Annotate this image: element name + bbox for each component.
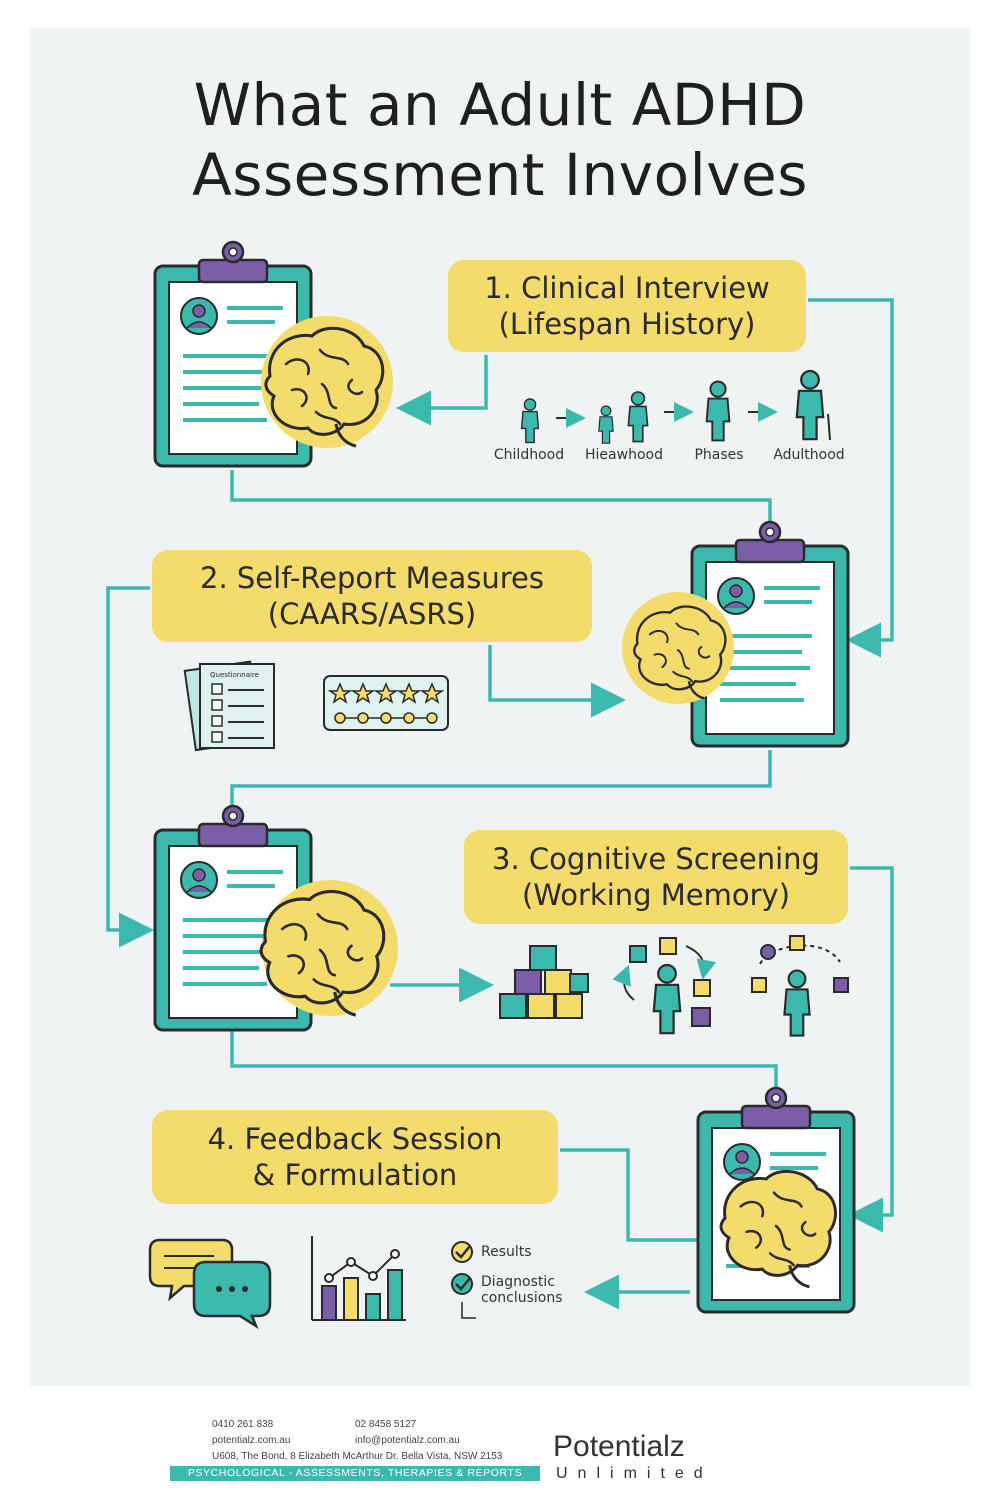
footer-web[interactable]: potentialz.com.au xyxy=(212,1435,291,1446)
step-3-subtitle: (Working Memory) xyxy=(521,878,791,912)
clipboard-icon xyxy=(153,240,393,468)
clipboard-icon-3 xyxy=(153,804,398,1032)
step-2-subtitle: (CAARS/ASRS) xyxy=(267,597,477,631)
footer-phone: 0410 261 838 xyxy=(212,1419,274,1430)
footer-fax: 02 8458 5127 xyxy=(355,1419,417,1430)
footer-email[interactable]: info@potentialz.com.au xyxy=(355,1435,460,1446)
brand-name: Potentialz xyxy=(553,1430,685,1463)
step-4-title: 4. Feedback Session xyxy=(207,1122,503,1156)
questionnaire-icon: Questionnaire xyxy=(183,660,275,752)
clipboard-icon-4 xyxy=(696,1086,856,1314)
clipboard-icon-2 xyxy=(622,520,850,748)
title-line-1: What an Adult ADHD xyxy=(193,71,807,139)
footer-tagline: PSYCHOLOGICAL - ASSESSMENTS, THERAPIES &… xyxy=(170,1466,540,1481)
person-blocks-icon xyxy=(612,937,717,1035)
diagnostic-label: Diagnostic xyxy=(481,1274,555,1290)
footer-address: U608, The Bond, 8 Elizabeth McArthur Dr.… xyxy=(212,1451,503,1462)
questionnaire-label: Questionnaire xyxy=(210,671,259,679)
step-2-pill: 2. Self-Report Measures (CAARS/ASRS) xyxy=(152,550,592,642)
check-icon-2 xyxy=(451,1273,476,1319)
rating-scale-icon xyxy=(323,675,449,731)
step-4-subtitle: & Formulation xyxy=(252,1158,458,1192)
title-line-2: Assessment Involves xyxy=(192,141,808,209)
step-4-pill: 4. Feedback Session & Formulation xyxy=(152,1110,558,1204)
brand-subtitle: Unlimited xyxy=(556,1465,713,1482)
chat-bubbles-icon xyxy=(148,1238,272,1330)
flow-diagram: Questionnaire xyxy=(106,240,894,1330)
step-3-title: 3. Cognitive Screening xyxy=(492,842,820,876)
step-3-pill: 3. Cognitive Screening (Working Memory) xyxy=(464,830,848,924)
step-2-title: 2. Self-Report Measures xyxy=(200,561,544,595)
step-1-title: 1. Clinical Interview xyxy=(484,271,770,305)
step-1-subtitle: (Lifespan History) xyxy=(498,307,756,341)
step-1-pill: 1. Clinical Interview (Lifespan History) xyxy=(448,260,806,352)
page-title: What an Adult ADHD Assessment Involves xyxy=(30,70,970,210)
check-icon xyxy=(451,1241,473,1263)
connector-lines xyxy=(106,298,894,1310)
results-label: Results xyxy=(481,1244,532,1260)
lifespan-label-childhood: Childhood xyxy=(493,447,565,463)
juggling-icon xyxy=(751,935,849,1037)
blocks-icon xyxy=(499,945,589,1019)
lifespan-label-2: Hieawhood xyxy=(585,447,663,463)
lifespan-label-adulthood: Adulthood xyxy=(773,447,845,463)
lifespan-label-3: Phases xyxy=(694,447,744,463)
lifespan-figures xyxy=(520,369,831,444)
conclusions-label: conclusions xyxy=(481,1290,563,1306)
footer xyxy=(0,1395,1000,1500)
bar-chart-icon xyxy=(311,1236,406,1321)
